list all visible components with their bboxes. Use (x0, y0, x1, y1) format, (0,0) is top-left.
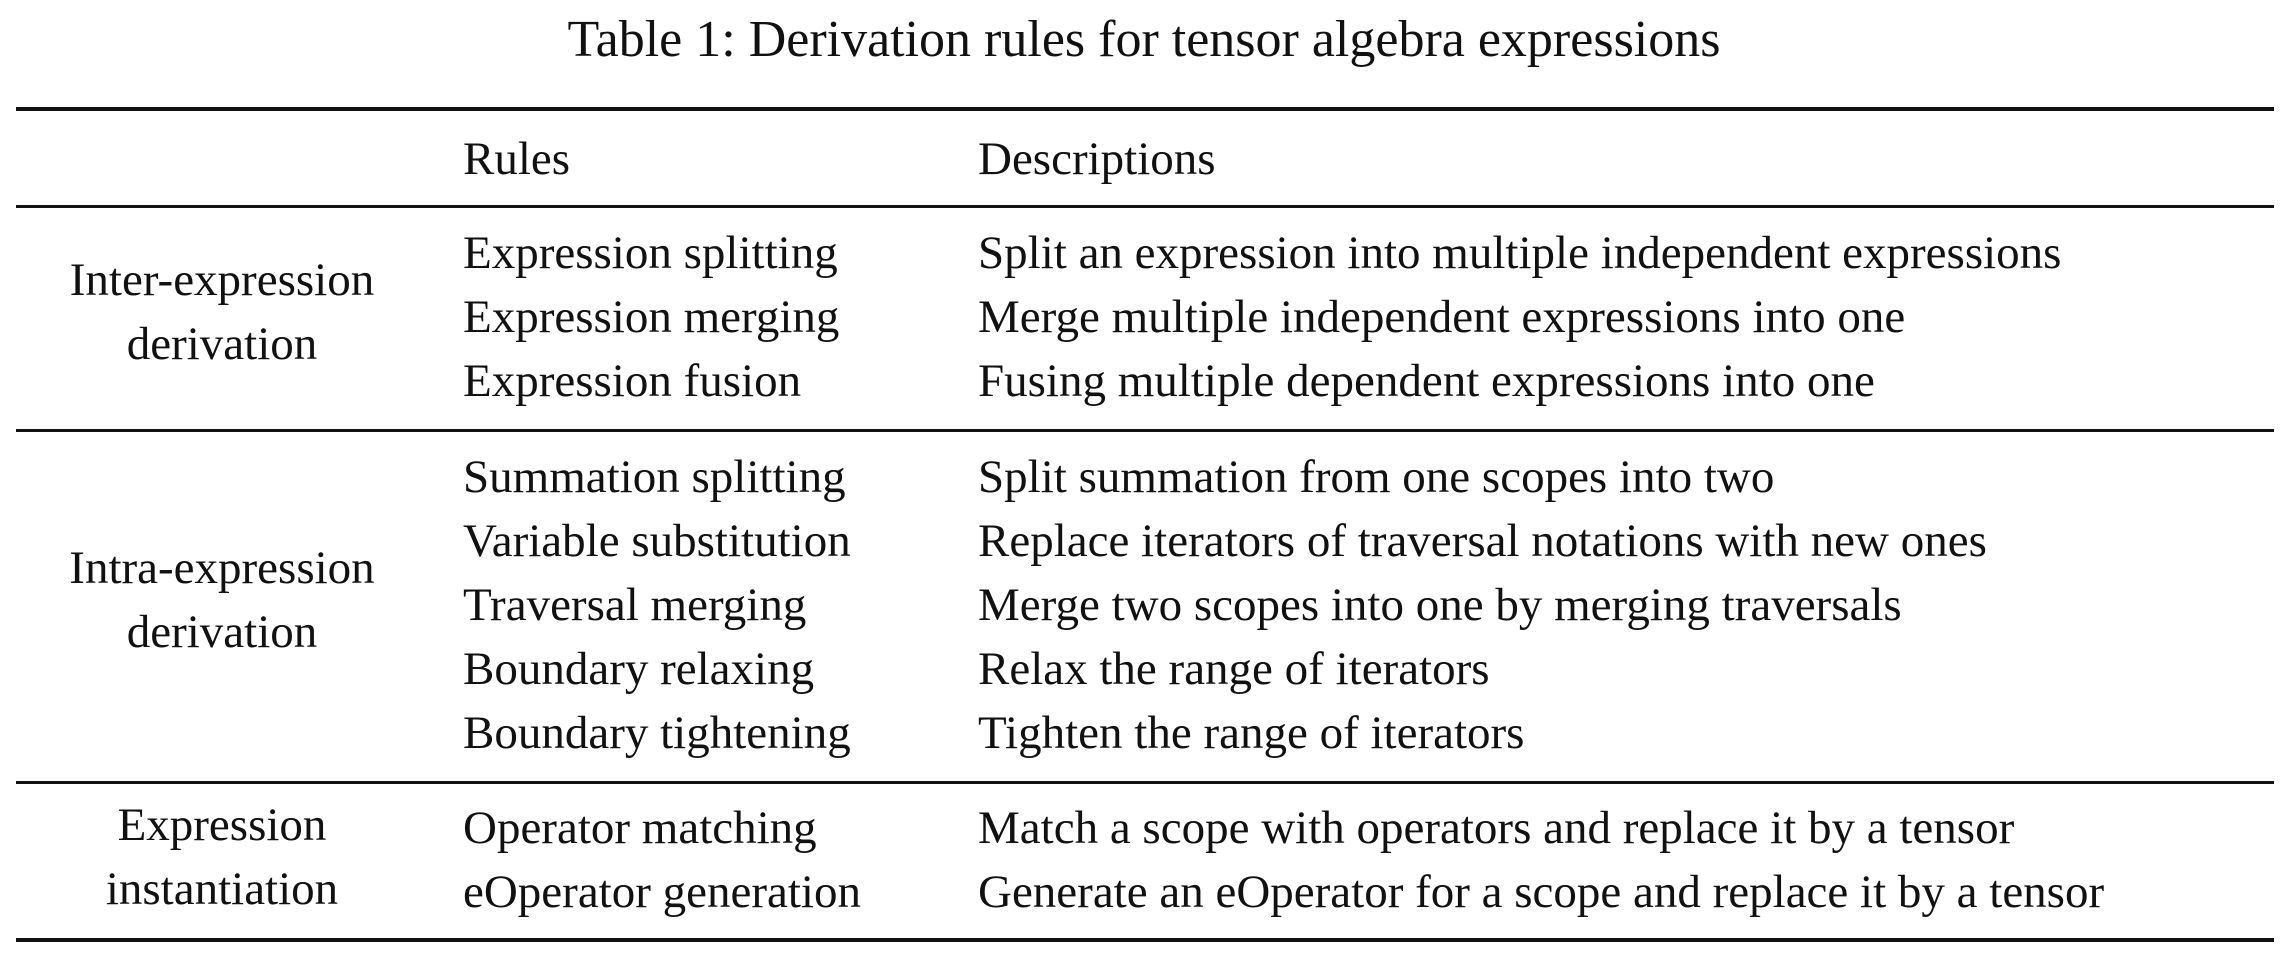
rule-name: Operator matching (463, 802, 817, 854)
rule-description: Split summation from one scopes into two (978, 451, 1775, 503)
rule-name: Summation splitting (463, 451, 846, 503)
rule-name: eOperator generation (463, 866, 861, 918)
header-descriptions: Descriptions (978, 133, 1216, 185)
group-label-line2: derivation (126, 318, 318, 370)
group-label-line2: instantiation (105, 863, 339, 915)
group-label-line1: Expression (117, 799, 327, 851)
table-caption: Table 1: Derivation rules for tensor alg… (567, 11, 1721, 68)
rule-description: Generate an eOperator for a scope and re… (978, 866, 2105, 918)
header-rules: Rules (463, 133, 571, 185)
group-divider (16, 781, 2274, 784)
group-label-inter-expression: Inter-expression derivation (16, 248, 428, 376)
rule-name: Boundary relaxing (463, 643, 815, 695)
rule-description: Match a scope with operators and replace… (978, 802, 2015, 854)
header-rule (16, 205, 2274, 208)
rule-description: Fusing multiple dependent expressions in… (978, 355, 1875, 407)
rule-name: Expression merging (463, 291, 840, 343)
bottom-rule (16, 938, 2274, 942)
group-label-line1: Intra-expression (69, 542, 375, 594)
rule-description: Replace iterators of traversal notations… (978, 515, 1987, 567)
rule-name: Expression splitting (463, 227, 838, 279)
group-label-line1: Inter-expression (69, 254, 375, 306)
rule-name: Traversal merging (463, 579, 807, 631)
group-label-line2: derivation (126, 606, 318, 658)
group-label-expression-instantiation: Expression instantiation (16, 793, 428, 921)
top-rule (16, 107, 2274, 111)
rule-name: Boundary tightening (463, 707, 851, 759)
rule-description: Merge multiple independent expressions i… (978, 291, 1906, 343)
rule-description: Relax the range of iterators (978, 643, 1490, 695)
group-divider (16, 429, 2274, 432)
rule-description: Tighten the range of iterators (978, 707, 1525, 759)
rule-description: Merge two scopes into one by merging tra… (978, 579, 1902, 631)
rule-name: Variable substitution (463, 515, 851, 567)
rule-description: Split an expression into multiple indepe… (978, 227, 2062, 279)
group-label-intra-expression: Intra-expression derivation (16, 536, 428, 664)
rule-name: Expression fusion (463, 355, 802, 407)
